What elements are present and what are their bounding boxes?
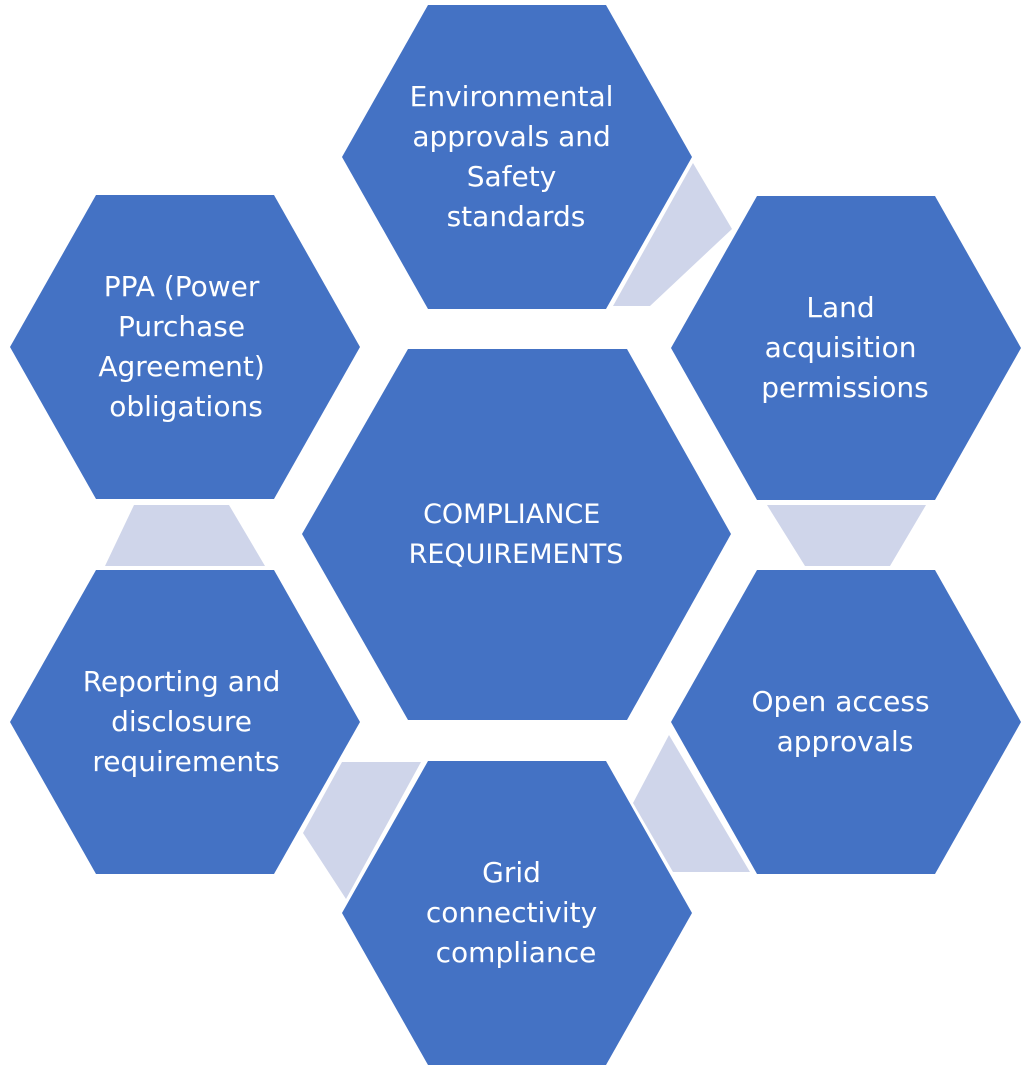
label-reporting: Reporting and disclosure requirements [83,665,290,778]
label-line: obligations [109,390,263,423]
label-line: disclosure [111,705,252,738]
hexagon-grid [342,761,692,1065]
label-ppa: PPA (Power Purchase Agreement) obligatio… [98,270,273,423]
label-line: PPA (Power [104,270,260,303]
hexagon-land [671,196,1021,500]
hexagon-ppa [10,195,360,499]
label-line: standards [447,200,586,233]
connector-grid-reporting [303,762,421,899]
label-line: Purchase [118,310,245,343]
label-line: Land [806,291,874,324]
label-line: Agreement) [98,350,264,383]
label-open-access: Open access approvals [752,685,939,758]
connector-open-access-grid [633,735,750,872]
connector-reporting-ppa [105,505,265,566]
label-line: Grid [482,856,541,889]
center-line: COMPLIANCE [423,499,600,530]
label-line: Safety [467,160,557,193]
label-line: compliance [436,936,597,969]
hexagon-center [302,349,731,720]
hexagon-open-access [671,570,1021,874]
label-land: Land acquisition permissions [761,291,929,404]
label-line: permissions [761,371,929,404]
label-line: approvals [777,725,914,758]
center-label: COMPLIANCE REQUIREMENTS [409,499,624,570]
hexagon-environmental [342,5,692,309]
label-line: connectivity [426,896,597,929]
label-line: Reporting and [83,665,281,698]
label-line: Environmental [410,80,614,113]
label-environmental: Environmental approvals and Safety stand… [410,80,623,233]
connector-land-open-access [767,505,926,566]
center-line: REQUIREMENTS [409,539,624,570]
label-line: approvals and [412,120,610,153]
label-grid: Grid connectivity compliance [426,856,606,969]
label-line: acquisition [765,331,917,364]
label-line: requirements [92,745,279,778]
hexagon-reporting [10,570,360,874]
connector-environmental-land [613,163,732,306]
label-line: Open access [752,685,930,718]
